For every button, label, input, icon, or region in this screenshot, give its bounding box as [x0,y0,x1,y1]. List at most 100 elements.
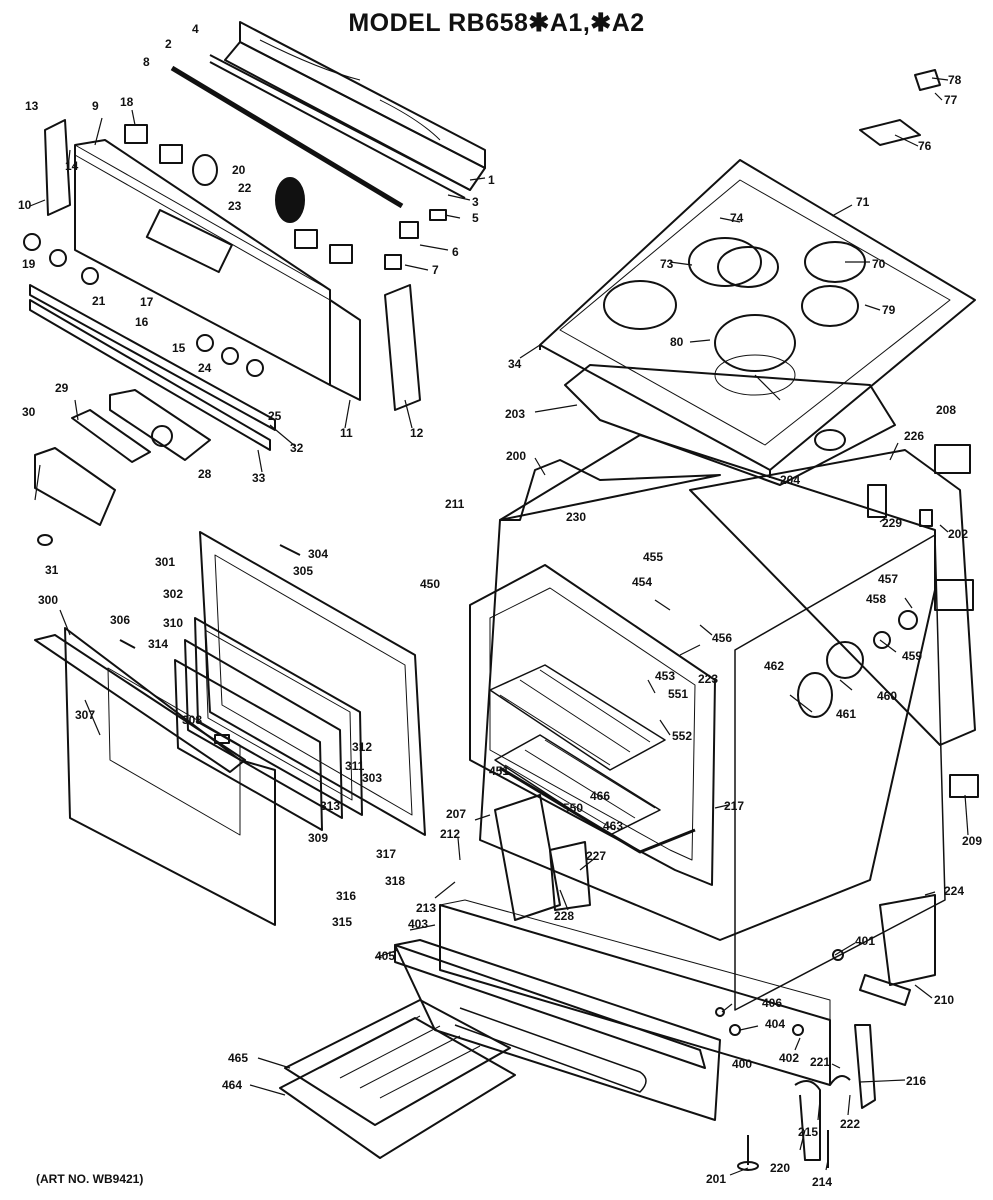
part-label-226: 226 [904,429,924,443]
part-label-400: 400 [732,1057,752,1071]
part-label-305: 305 [293,564,313,578]
part-label-227: 227 [586,849,606,863]
part-label-8: 8 [143,55,150,69]
part-label-303: 303 [362,771,382,785]
glass-29 [71,409,151,463]
part-label-20: 20 [232,163,246,177]
part-label-10: 10 [18,198,32,212]
part-label-222: 222 [840,1117,860,1131]
part-label-23: 23 [228,199,242,213]
part-label-1: 1 [488,173,495,187]
part-label-462: 462 [764,659,784,673]
part-label-13: 13 [25,99,39,113]
broil-element-550 [499,766,696,854]
part-label-212: 212 [440,827,460,841]
part-label-551: 551 [668,687,688,701]
part-label-405: 405 [375,949,395,963]
part-label-301: 301 [155,555,175,569]
part-label-307: 307 [75,708,95,722]
part-label-213: 213 [416,901,436,915]
cabinet-body [479,434,946,1011]
handle-300 [34,634,246,773]
part-label-79: 79 [882,303,896,317]
drawer-front-405 [394,939,721,1121]
brackets-76-77-78 [859,69,941,146]
part-label-223: 223 [698,672,718,686]
part-label-21: 21 [92,294,106,308]
part-label-211: 211 [445,497,465,511]
part-label-311: 311 [345,759,365,773]
switches [124,124,447,270]
part-label-214: 214 [812,1175,832,1189]
part-label-318: 318 [385,874,405,888]
cover-12 [384,284,421,411]
part-label-450: 450 [420,577,440,591]
part-label-309: 309 [308,831,328,845]
part-label-220: 220 [770,1161,790,1175]
part-label-314: 314 [148,637,168,651]
part-label-451: 451 [489,764,509,778]
part-label-313: 313 [320,799,340,813]
part-label-77: 77 [944,93,958,107]
drawer-400 [439,899,831,1086]
part-label-71: 71 [856,195,870,209]
part-label-460: 460 [877,689,897,703]
part-label-4: 4 [192,22,199,36]
part-label-11: 11 [340,426,353,440]
panel-back-11 [329,299,361,401]
part-label-306: 306 [110,613,130,627]
bracket-parts [867,444,979,798]
part-label-16: 16 [135,315,149,329]
part-label-207: 207 [446,807,466,821]
part-label-208: 208 [936,403,956,417]
part-label-457: 457 [878,572,898,586]
part-label-215: 215 [798,1125,818,1139]
part-label-202: 202 [948,527,968,541]
knobs [23,233,264,377]
side-bracket-207 [494,794,561,921]
part-label-17: 17 [140,295,154,309]
part-label-25: 25 [268,409,282,423]
part-label-200: 200 [506,449,526,463]
surface-units [603,237,866,396]
part-label-30: 30 [22,405,36,419]
part-label-216: 216 [906,1074,926,1088]
part-label-209: 209 [962,834,982,848]
part-label-229: 229 [882,516,902,530]
part-label-12: 12 [410,426,424,440]
part-label-454: 454 [632,575,652,589]
part-label-80: 80 [670,335,684,349]
part-label-228: 228 [554,909,574,923]
rod-8 [170,65,404,209]
door-frames-302-310-311-312 [174,617,363,831]
part-label-304: 304 [308,547,328,561]
part-label-32: 32 [290,441,304,455]
part-label-19: 19 [22,257,36,271]
oven-liner-450 [469,564,716,886]
trim-strips-lower [29,284,276,451]
part-label-465: 465 [228,1051,248,1065]
part-label-29: 29 [55,381,69,395]
part-label-33: 33 [252,471,266,485]
part-label-310: 310 [163,616,183,630]
part-label-459: 459 [902,649,922,663]
part-label-73: 73 [660,257,674,271]
part-label-453: 453 [655,669,675,683]
hinges-215-216 [794,1024,876,1161]
part-label-74: 74 [730,211,744,225]
back-panel [689,449,976,746]
part-label-203: 203 [505,407,525,421]
part-label-3: 3 [472,195,479,209]
light-assembly-457 [797,579,974,718]
part-label-456: 456 [712,631,732,645]
part-label-302: 302 [163,587,183,601]
part-label-9: 9 [92,99,99,113]
end-bracket-13 [44,119,71,216]
part-label-308: 308 [182,713,202,727]
trim-strip-top [224,21,486,191]
part-label-6: 6 [452,245,459,259]
part-label-315: 315 [332,915,352,929]
part-label-461: 461 [836,707,856,721]
part-label-406: 406 [762,996,782,1010]
